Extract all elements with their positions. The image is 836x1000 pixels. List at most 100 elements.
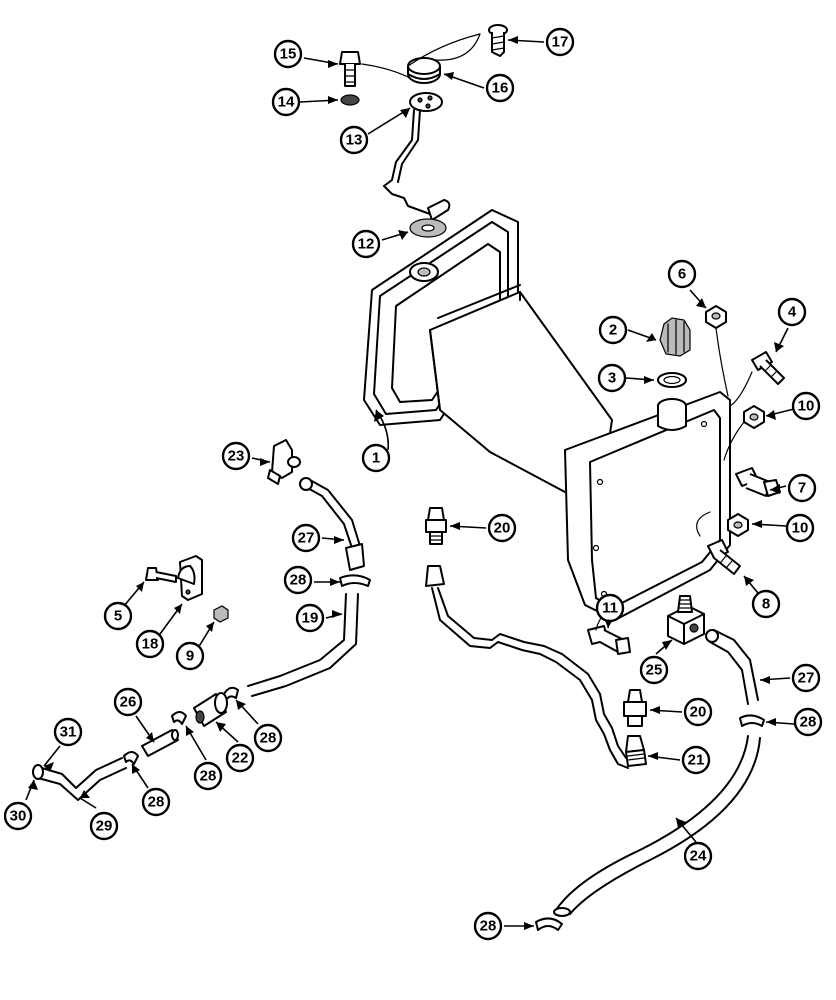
callout-number: 14	[278, 94, 295, 111]
sender-gasket	[409, 218, 447, 238]
callout-20-upper: 20	[487, 513, 517, 543]
hose-19	[247, 593, 359, 697]
callout-number: 13	[346, 132, 363, 149]
callout-number: 16	[492, 80, 509, 97]
pipe-clamp	[177, 555, 203, 601]
fuel-tank	[363, 209, 731, 621]
callout-4: 4	[777, 297, 807, 327]
callout-number: 27	[298, 530, 315, 547]
callout-number: 3	[608, 370, 616, 387]
leader-arrowheads	[28, 36, 784, 930]
callout-number: 22	[232, 750, 249, 767]
callout-28-b: 28	[253, 723, 283, 753]
fitting-21	[625, 735, 647, 767]
pipe-29	[32, 757, 127, 801]
callout-18: 18	[135, 629, 165, 659]
fitting-20-lower	[623, 689, 647, 727]
callout-26: 26	[113, 687, 143, 717]
callout-28-e: 28	[793, 707, 823, 737]
callout-13: 13	[339, 125, 369, 155]
clamp-nut	[213, 605, 229, 623]
bolt-4	[751, 351, 785, 385]
sender-bolt	[339, 51, 411, 87]
callout-30: 30	[3, 801, 33, 831]
callout-number: 15	[280, 46, 297, 63]
bolt-8	[707, 539, 741, 575]
filler-cap	[659, 317, 691, 357]
callout-28-f: 28	[473, 911, 503, 941]
bolt-11	[587, 625, 631, 655]
fitting-20-upper	[425, 507, 447, 545]
nut-10-upper	[743, 405, 765, 429]
callout-17: 17	[545, 27, 575, 57]
callout-23: 23	[221, 441, 251, 471]
callout-25: 25	[639, 655, 669, 685]
callout-2: 2	[598, 315, 628, 345]
callout-number: 18	[142, 636, 159, 653]
clamp-screw	[145, 567, 177, 583]
nut-10-lower	[727, 513, 749, 537]
hose-clip	[339, 574, 371, 587]
callout-21: 21	[681, 745, 711, 775]
callout-number: 23	[228, 448, 245, 465]
fuel-sender-unit	[383, 92, 451, 221]
hose-26	[141, 729, 179, 757]
callout-number: 2	[609, 322, 617, 339]
callout-27-lower: 27	[791, 663, 821, 693]
callout-31: 31	[53, 717, 83, 747]
callout-number: 24	[690, 848, 707, 865]
callout-number: 28	[480, 918, 497, 935]
callout-number: 21	[688, 752, 705, 769]
callout-7: 7	[787, 473, 817, 503]
hose-clip	[739, 714, 765, 727]
callout-number: 8	[762, 596, 770, 613]
callout-28-a: 28	[283, 565, 313, 595]
callout-number: 28	[290, 572, 307, 589]
callout-number: 9	[186, 648, 194, 665]
callout-5: 5	[103, 601, 133, 631]
callout-number: 19	[302, 610, 319, 627]
callout-number: 20	[494, 520, 511, 537]
callout-22: 22	[225, 743, 255, 773]
callout-number: 31	[60, 724, 77, 741]
nut-6	[705, 305, 727, 329]
hose-clip	[171, 711, 187, 725]
hose-clip	[223, 686, 239, 701]
pipe-27-upper	[299, 477, 365, 571]
pipe-27-lower	[705, 629, 759, 705]
callout-1: 1	[361, 443, 391, 473]
tee-fitting	[667, 595, 705, 645]
callout-10-lower: 10	[785, 513, 815, 543]
callout-number: 28	[200, 768, 217, 785]
callout-28-c: 28	[193, 761, 223, 791]
callout-number: 7	[798, 480, 806, 497]
callout-10-upper: 10	[791, 391, 821, 421]
hose-clip	[535, 917, 563, 931]
callout-number: 30	[10, 808, 27, 825]
sender-cover-cap	[407, 57, 441, 84]
callout-number: 11	[602, 600, 618, 617]
callout-number: 25	[646, 662, 663, 679]
inline-filter	[193, 692, 228, 727]
callout-16: 16	[485, 73, 515, 103]
callout-20-lower: 20	[683, 697, 713, 727]
callout-number: 27	[798, 670, 815, 687]
hose-24	[553, 735, 761, 917]
callout-number: 12	[358, 236, 375, 253]
callout-29: 29	[89, 811, 119, 841]
callout-19: 19	[295, 603, 325, 633]
callout-28-d: 28	[141, 787, 171, 817]
sender-screw	[407, 24, 508, 67]
washer-14	[340, 94, 360, 106]
callout-number: 6	[678, 266, 686, 283]
callout-number: 28	[800, 714, 817, 731]
bolt-7	[735, 467, 781, 497]
callout-6: 6	[667, 259, 697, 289]
callout-24: 24	[683, 841, 713, 871]
callout-15: 15	[273, 39, 303, 69]
callout-number: 28	[148, 794, 165, 811]
callout-number: 1	[372, 450, 380, 467]
elbow-fitting	[267, 439, 301, 485]
